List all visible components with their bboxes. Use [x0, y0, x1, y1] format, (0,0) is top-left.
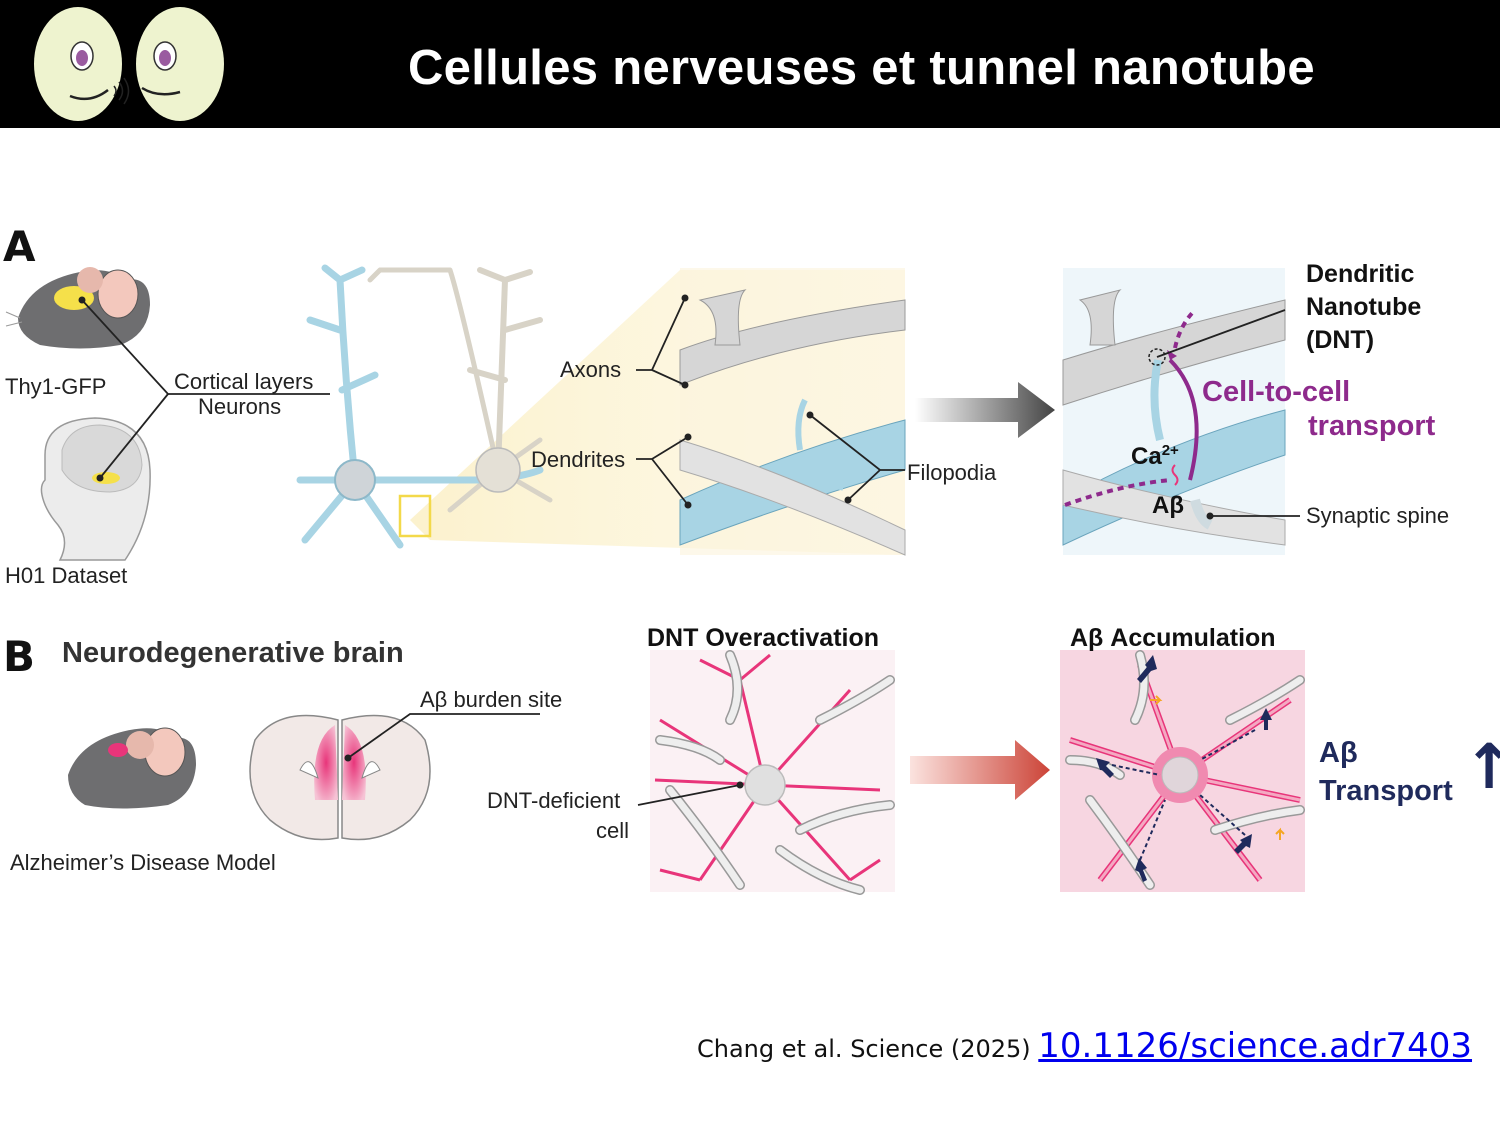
ad-model-label: Alzheimer’s Disease Model	[10, 850, 276, 875]
overactivation-panel	[650, 650, 895, 895]
logo-faces-icon	[34, 7, 224, 121]
citation-text: Chang et al. Science (2025)	[697, 1035, 1039, 1063]
up-arrow-icon: ↑	[1463, 730, 1500, 803]
calcium-label: Ca2+	[1131, 442, 1179, 470]
human-head-icon	[40, 417, 151, 561]
burden-site-label: Aβ burden site	[420, 687, 563, 712]
doi-link[interactable]: 10.1126/science.adr7403	[1038, 1026, 1473, 1066]
accumulation-title: Aβ Accumulation	[1070, 624, 1276, 652]
header-bar: Cellules nerveuses et tunnel nanotube	[0, 0, 1500, 128]
panel-b-letter: B	[3, 632, 36, 681]
neurons-label: Neurons	[198, 394, 282, 419]
mouse-head-icon	[5, 267, 150, 349]
transport-label-line2: transport	[1308, 410, 1436, 442]
slide-title: Cellules nerveuses et tunnel nanotube	[408, 41, 1315, 95]
ad-mouse-icon	[68, 727, 196, 809]
transport-label-line1: Cell-to-cell	[1202, 376, 1351, 408]
dnt-label-line2: Nanotube	[1306, 293, 1422, 321]
h01-dataset-label: H01 Dataset	[5, 563, 128, 588]
abeta-transport-line2: Transport	[1319, 775, 1453, 807]
panel-a-letter: A	[3, 222, 36, 271]
neuron-illustration	[296, 264, 553, 549]
dendrites-label: Dendrites	[531, 447, 626, 472]
red-arrow-icon	[910, 740, 1050, 800]
thy1-gfp-label: Thy1-GFP	[5, 374, 107, 399]
abeta-transport-line1: Aβ	[1319, 737, 1358, 769]
zoom-panel-1	[679, 268, 906, 556]
cortical-layers-label: Cortical layers	[174, 369, 314, 394]
zoom-panel-2	[1062, 268, 1286, 555]
dnt-label-line1: Dendritic	[1306, 260, 1415, 288]
axons-label: Axons	[560, 357, 622, 382]
synaptic-spine-label: Synaptic spine	[1306, 503, 1450, 528]
citation: Chang et al. Science (2025) 10.1126/scie…	[697, 1026, 1472, 1066]
deficient-label-line1: DNT-deficient	[487, 788, 621, 813]
accumulation-panel	[1060, 650, 1305, 892]
filopodia-label: Filopodia	[907, 460, 997, 485]
abeta-label-a: Aβ	[1152, 492, 1184, 519]
deficient-label-line2: cell	[596, 818, 630, 843]
neurodegenerative-heading: Neurodegenerative brain	[62, 637, 404, 669]
brain-section-icon	[249, 714, 431, 841]
gray-arrow-icon	[915, 382, 1055, 438]
dnt-label-line3: (DNT)	[1306, 326, 1375, 354]
overactivation-title: DNT Overactivation	[647, 624, 880, 652]
